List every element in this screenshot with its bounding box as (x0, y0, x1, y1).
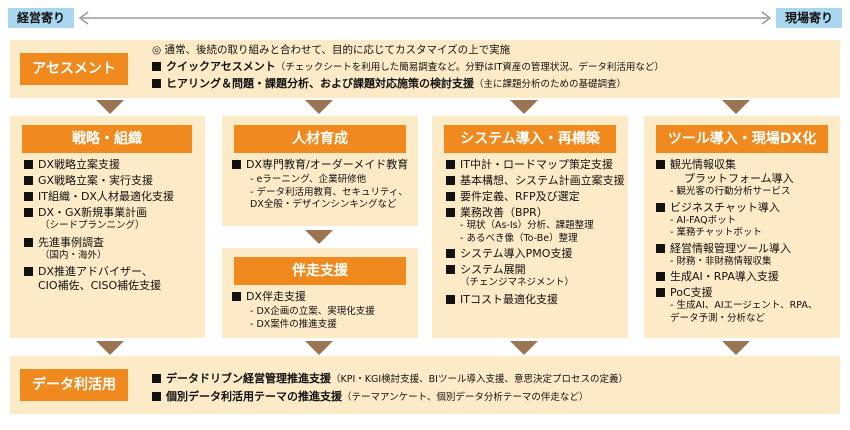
bullet-square (232, 160, 241, 169)
bullet-square (656, 272, 665, 281)
list-subitem: - eラーニング、企業研修他 (250, 174, 367, 185)
list-subitem: （チェンジマネジメント） (460, 277, 575, 288)
list-subitem: - あるべき像（To-Be）整理 (460, 232, 578, 244)
list-subitem: - 観光客の行動分析サービス (670, 186, 791, 197)
bullet-square (24, 176, 33, 185)
flow-arrow (510, 100, 538, 114)
list-item: 要件定義、RFP及び選定 (446, 190, 625, 204)
assessment-note: ◎ 通常、後続の取り組みと合わせて、目的に応じてカスタマイズの上で実施 (152, 44, 511, 56)
bullet-square (446, 208, 455, 217)
bullet-square (446, 265, 455, 274)
data-use-item: データドリブン経営管理推進支援（KPI・KGI検討支援、BIツール導入支援、意思… (152, 372, 628, 387)
bullet-square (24, 237, 33, 247)
system-header: システム導入・再構築 (444, 125, 616, 153)
strategy-list: DX戦略立案支援 GX戦略立案・実行支援 IT組織・DX人材最適化支援 DX・G… (24, 158, 174, 293)
strategy-panel (10, 116, 205, 338)
list-subitem: - AI-FAQボット (670, 214, 737, 226)
system-list: IT中計・ロードマップ策定支援 基本構想、システム計画立案支援 要件定義、RFP… (446, 158, 625, 307)
flow-arrow (722, 341, 750, 355)
list-item-continuation: プラットフォーム導入 (684, 172, 794, 185)
list-item: 先進事例調査 (24, 236, 174, 250)
tools-list: 観光情報収集 プラットフォーム導入 - 観光客の行動分析サービス ビジネスチャッ… (656, 158, 817, 325)
list-item: システム導入PMO支援 (446, 247, 625, 261)
list-subitem: - 現状（As-Is）分析、課題整理 (460, 220, 594, 231)
list-subitem: - DX案件の推進支援 (250, 318, 337, 330)
axis-double-arrow (78, 11, 772, 25)
bullet-square (446, 249, 455, 258)
list-item: ITコスト最適化支援 (446, 293, 625, 307)
list-item: 生成AI・RPA導入支援 (656, 270, 817, 284)
bullet-square (24, 192, 33, 201)
assessment-item: クイックアセスメント（チェックシートを利用した簡易調査など。分野はIT資産の管理… (152, 60, 664, 75)
data-use-item: 個別データ利活用テーマの推進支援（テーマアンケート、個別データ分析テーマの伴走な… (152, 390, 588, 405)
list-item: システム展開 (446, 263, 625, 277)
list-subitem: - 財務・非財務情報収集 (670, 255, 772, 267)
list-item: ビジネスチャット導入 (656, 201, 817, 215)
data-use-header: データ利活用 (20, 369, 128, 401)
field-side-label: 現場寄り (776, 8, 842, 28)
bullet-square (656, 160, 665, 169)
assessment-header: アセスメント (20, 53, 128, 85)
flow-arrow (305, 100, 333, 114)
flow-arrow (722, 100, 750, 114)
list-item: DX戦略立案支援 (24, 158, 174, 172)
list-subitem: （シードプランニング） (40, 220, 145, 231)
bullet-square (24, 160, 33, 169)
talent-list: DX専門教育/オーダーメイド教育 - eラーニング、企業研修他 - データ利活用… (232, 158, 408, 212)
list-item: PoC支援 (656, 286, 817, 300)
bullet-square (446, 294, 455, 304)
companion-header: 伴走支援 (234, 257, 406, 285)
bullet-square (446, 160, 455, 169)
bullet-square (152, 62, 161, 71)
management-side-label: 経営寄り (8, 8, 74, 28)
list-subitem: - 生成AI、AIエージェント、RPA、 (670, 300, 818, 311)
list-item-continuation: CIO補佐、CISO補佐支援 (38, 279, 162, 292)
bullet-square (24, 208, 33, 217)
assessment-panel (10, 40, 840, 98)
bullet-square (152, 79, 161, 88)
flow-arrow (305, 341, 333, 355)
strategy-header: 戦略・組織 (22, 125, 192, 153)
system-panel (432, 116, 628, 338)
talent-header: 人材育成 (234, 125, 406, 153)
list-item: 基本構想、システム計画立案支援 (446, 174, 625, 188)
flow-arrow (96, 100, 124, 114)
bullet-square (232, 292, 241, 301)
list-item: 経営情報管理ツール導入 (656, 242, 817, 256)
list-subitem: - データ利活用教育、セキュリティ、 (250, 186, 408, 198)
list-item: DX伴走支援 (232, 290, 375, 304)
list-item: DX・GX新規事業計画 (24, 206, 174, 220)
list-item: IT中計・ロードマップ策定支援 (446, 158, 625, 172)
bullet-square (24, 267, 33, 276)
bullet-square (446, 192, 455, 201)
assessment-item: ヒアリング＆問題・課題分析、および課題対応施策の検討支援（主に課題分析のための基… (152, 77, 626, 92)
list-item: 観光情報収集 (656, 158, 817, 172)
list-subitem: - DX企画の立案、実現化支援 (250, 306, 375, 317)
flow-arrow (510, 341, 538, 355)
bullet-square (152, 392, 161, 401)
bullet-square (446, 176, 455, 185)
bullet-square (152, 374, 161, 383)
list-subitem: DX全般・デザインシンキングなど (250, 199, 397, 210)
tools-header: ツール導入・現場DX化 (656, 125, 828, 153)
list-subitem: - 業務チャットボット (670, 227, 762, 238)
bullet-square (656, 288, 665, 297)
bullet-square (656, 243, 665, 253)
tools-panel (644, 116, 840, 338)
list-item: 業務改善（BPR） (446, 206, 625, 220)
data-use-panel (10, 356, 840, 414)
flow-arrow (305, 230, 333, 244)
list-item: GX戦略立案・実行支援 (24, 174, 174, 188)
flow-arrow (96, 341, 124, 355)
list-subitem: データ予測・分析など (670, 312, 766, 324)
bullet-square (656, 202, 665, 212)
list-item: DX推進アドバイザー、 (24, 265, 174, 279)
companion-list: DX伴走支援 - DX企画の立案、実現化支援 - DX案件の推進支援 (232, 290, 375, 331)
list-subitem: （国内・海外） (40, 249, 107, 261)
list-item: DX専門教育/オーダーメイド教育 (232, 158, 408, 172)
list-item: IT組織・DX人材最適化支援 (24, 190, 174, 204)
